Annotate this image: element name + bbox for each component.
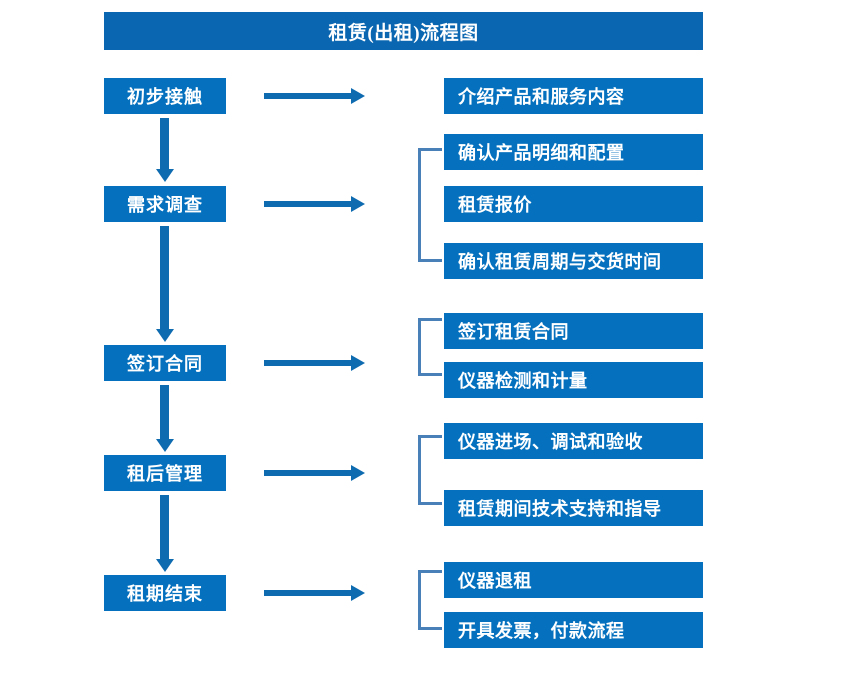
stage-box-3[interactable]: 签订合同 — [104, 345, 226, 381]
detail-box-8[interactable]: 租赁期间技术支持和指导 — [444, 490, 703, 526]
group-bracket-1 — [418, 148, 442, 262]
detail-box-7[interactable]: 仪器进场、调试和验收 — [444, 423, 703, 459]
flow-arrow-right-2 — [264, 201, 352, 207]
detail-box-9[interactable]: 仪器退租 — [444, 562, 703, 598]
stage-box-1[interactable]: 初步接触 — [104, 78, 226, 114]
detail-box-5[interactable]: 签订租赁合同 — [444, 313, 703, 349]
detail-box-6[interactable]: 仪器检测和计量 — [444, 362, 703, 398]
flow-arrow-down-2 — [160, 226, 169, 330]
flow-arrow-right-5 — [264, 590, 352, 596]
group-bracket-3 — [418, 435, 442, 505]
detail-box-2[interactable]: 确认产品明细和配置 — [444, 134, 703, 170]
stage-box-5[interactable]: 租期结束 — [104, 575, 226, 611]
stage-box-2[interactable]: 需求调查 — [104, 186, 226, 222]
flow-arrow-down-4 — [160, 495, 169, 560]
detail-box-1[interactable]: 介绍产品和服务内容 — [444, 78, 703, 114]
detail-box-4[interactable]: 确认租赁周期与交货时间 — [444, 243, 703, 279]
stage-box-4[interactable]: 租后管理 — [104, 455, 226, 491]
flow-arrow-right-4 — [264, 470, 352, 476]
detail-box-10[interactable]: 开具发票，付款流程 — [444, 612, 703, 648]
flow-arrow-down-1 — [160, 118, 169, 170]
flow-arrow-down-3 — [160, 385, 169, 440]
diagram-title: 租赁(出租)流程图 — [104, 12, 703, 50]
group-bracket-4 — [418, 570, 442, 630]
flow-arrow-right-1 — [264, 93, 352, 99]
group-bracket-2 — [418, 318, 442, 376]
detail-box-3[interactable]: 租赁报价 — [444, 186, 703, 222]
flow-arrow-right-3 — [264, 360, 352, 366]
